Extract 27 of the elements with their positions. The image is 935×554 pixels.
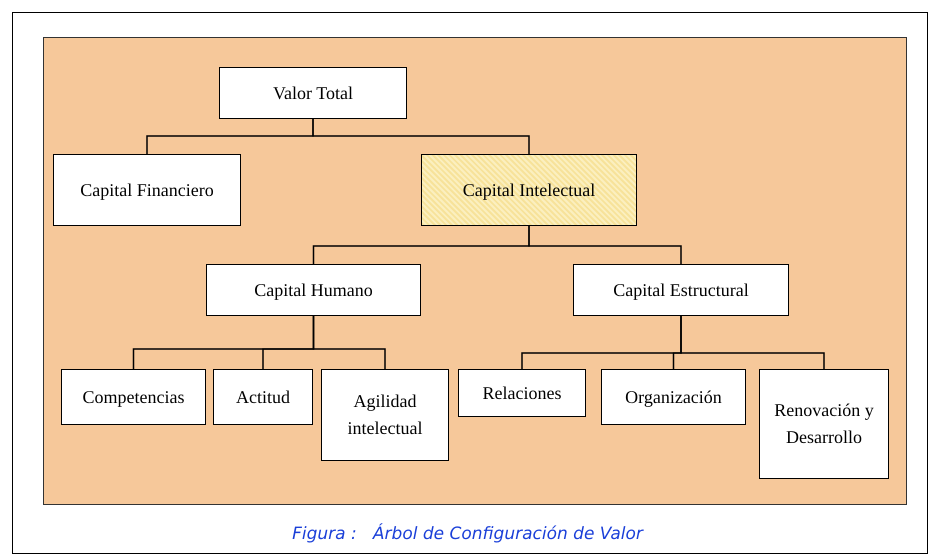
box-label: Renovación y Desarrollo	[773, 399, 875, 449]
tree-box	[53, 154, 241, 226]
figure-caption: Figura : Árbol de Configuración de Valor	[291, 524, 645, 544]
box-label: Organización	[625, 386, 722, 409]
connector-line	[312, 316, 386, 369]
tree-box	[321, 369, 449, 461]
connector-line	[680, 316, 825, 369]
tree-box	[213, 369, 313, 425]
box-label: Capital Financiero	[80, 178, 214, 202]
box-label: Actitud	[236, 386, 290, 408]
tree-box	[601, 369, 746, 425]
tree-box	[219, 67, 407, 119]
box-label: Valor Total	[273, 82, 353, 104]
tree-box	[206, 264, 421, 316]
connector-line	[312, 119, 530, 154]
box-label: Capital Humano	[254, 278, 373, 302]
box-label: Capital Intelectual	[462, 178, 596, 202]
box-label: Competencias	[82, 386, 184, 409]
tree-box	[61, 369, 206, 425]
connector-line	[528, 226, 682, 264]
box-label: Capital Estructural	[613, 278, 749, 302]
tree-box	[421, 154, 637, 226]
tree-box	[759, 369, 889, 479]
tree-box	[573, 264, 789, 316]
box-label: Relaciones	[482, 382, 562, 404]
tree-box	[458, 369, 586, 417]
box-label: Agilidad intelectual	[346, 390, 424, 440]
